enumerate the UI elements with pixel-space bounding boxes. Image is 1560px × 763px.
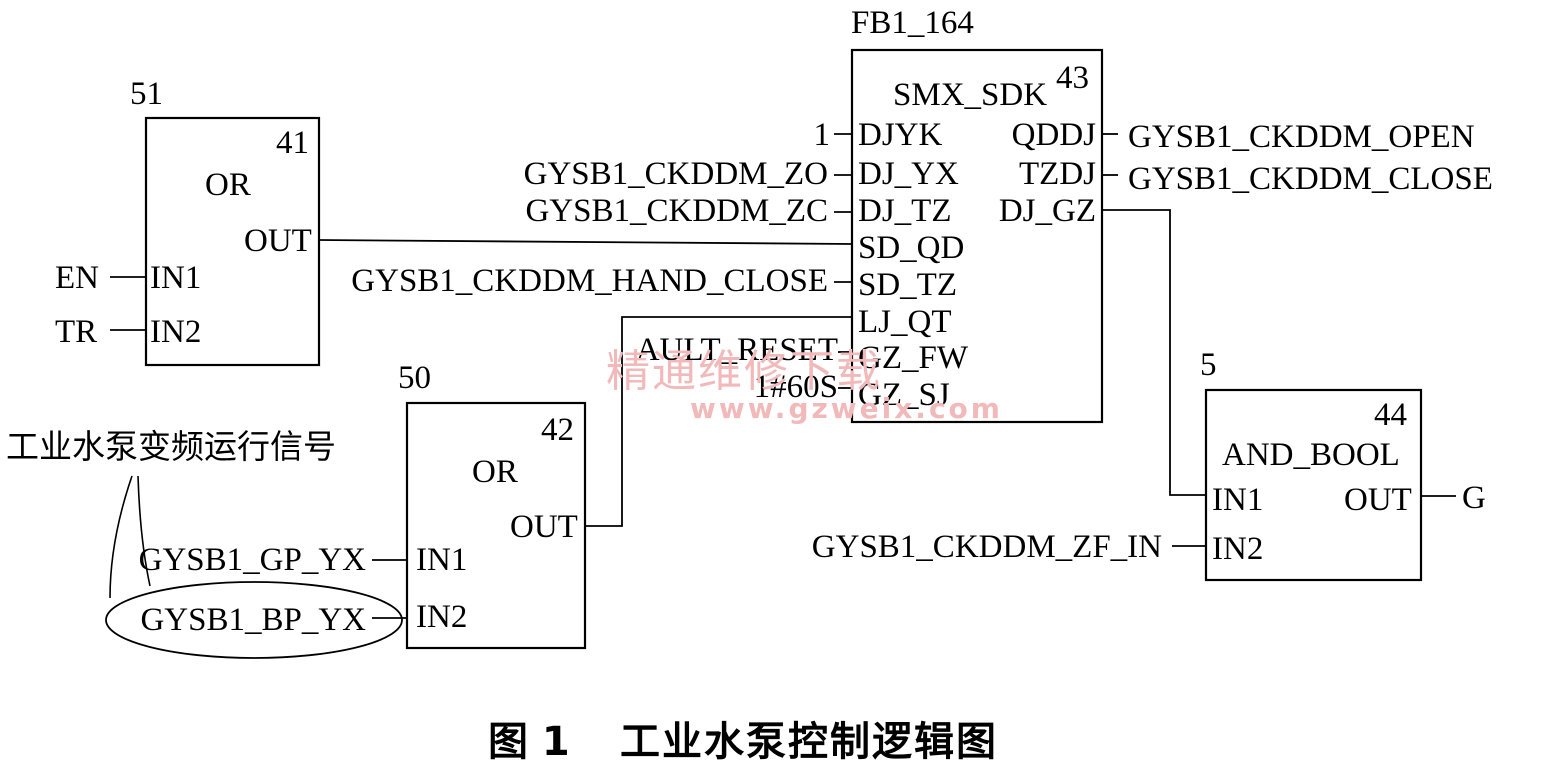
watermark-url: www.gzweix.com [690,392,1003,425]
block-5-in1-pin: IN1 [1212,482,1263,518]
wire-dj-gz-to-and-in1 [1102,209,1206,496]
fb-pin-sd-qd: SD_QD [858,230,964,266]
signal-tr: TR [55,314,97,350]
block-50-in1-pin: IN1 [416,542,467,578]
signal-ckddm-zo: GYSB1_CKDDM_ZO [524,156,828,192]
block-5-number: 44 [1374,397,1407,433]
fb-pin-qddj: QDDJ [1012,117,1096,153]
block-5-id: 5 [1200,347,1217,383]
callout-line-right [137,475,151,587]
block-51-in2-pin: IN2 [150,314,201,350]
fb-block-id: FB1_164 [851,5,974,41]
fb-block-number: 43 [1056,60,1089,96]
caption-figure-number: 图 1 [488,719,570,763]
signal-ckddm-zf-in: GYSB1_CKDDM_ZF_IN [812,529,1162,565]
block-50-number: 42 [541,412,574,448]
signal-ault-reset: AULT_RESET [636,332,838,368]
block-51-out-pin: OUT [244,223,312,259]
wire-or50-to-lj-qt [586,316,852,527]
signal-ckddm-open: GYSB1_CKDDM_OPEN [1128,119,1475,155]
signal-const-1: 1 [814,117,831,153]
block-51-type: OR [205,167,251,203]
fb-pin-gz-sj: GZ_SJ [858,377,950,413]
watermark-text: 精通维修下载 [606,346,882,397]
block-5-in2-pin: IN2 [1212,531,1263,567]
or-block-51: 51 41 OR OUT IN1 IN2 EN TR [55,76,321,367]
highlight-ellipse [105,581,403,659]
and-block-5-frame [1204,388,1423,582]
signal-en: EN [55,260,99,296]
signal-hand-close: GYSB1_CKDDM_HAND_CLOSE [351,263,828,299]
fb-pin-sd-tz: SD_TZ [858,267,957,303]
signal-1-60s: 1#60S [754,369,838,405]
fb-pin-dj-gz: DJ_GZ [999,193,1096,229]
or-block-50-frame [405,401,587,650]
block-5-out-pin: OUT [1344,482,1412,518]
fb-pin-dj-tz: DJ_TZ [858,193,952,229]
fb-pin-tzdj: TZDJ [1019,156,1096,192]
figure-caption: 图 1 工业水泵控制逻辑图 [488,719,998,763]
fb-pin-dj-yx: DJ_YX [858,156,959,192]
block-51-in1-pin: IN1 [150,260,201,296]
fb-block-type: SMX_SDK [893,77,1047,113]
annotation-group: 工业水泵变频运行信号 [6,427,403,659]
block-51-id: 51 [130,76,163,112]
block-50-id: 50 [398,360,431,396]
fb-pin-lj-qt: LJ_QT [858,304,952,340]
wire-or51-to-sd-qd [318,239,853,245]
or-block-51-frame [144,116,321,367]
annotation-label: 工业水泵变频运行信号 [6,427,336,466]
caption-title: 工业水泵控制逻辑图 [620,719,998,763]
and-block-5: 5 44 AND_BOOL IN1 IN2 OUT GYSB1_CKDDM_ZF… [812,347,1486,582]
signal-ckddm-zc: GYSB1_CKDDM_ZC [525,193,828,229]
block-5-type: AND_BOOL [1222,437,1400,473]
callout-line-left [109,475,133,599]
fb-block-smx-sdk: FB1_164 43 SMX_SDK DJYK DJ_YX DJ_TZ SD_Q… [351,5,1493,424]
watermark: 精通维修下载 www.gzweix.com [606,346,1003,425]
block-50-out-pin: OUT [510,509,578,545]
fb-block-frame [850,48,1104,424]
signal-bp-yx: GYSB1_BP_YX [140,602,366,638]
block-50-type: OR [472,454,518,490]
fb-pin-gz-fw: GZ_FW [858,340,969,376]
signal-g: G [1462,480,1486,516]
or-block-50: 50 42 OR OUT IN1 IN2 GYSB1_GP_YX GYSB1_B… [139,360,587,650]
fb-pin-djyk: DJYK [858,117,943,153]
block-50-in2-pin: IN2 [416,599,467,635]
signal-gp-yx: GYSB1_GP_YX [139,542,367,578]
block-51-number: 41 [276,125,309,161]
signal-ckddm-close: GYSB1_CKDDM_CLOSE [1128,161,1493,197]
